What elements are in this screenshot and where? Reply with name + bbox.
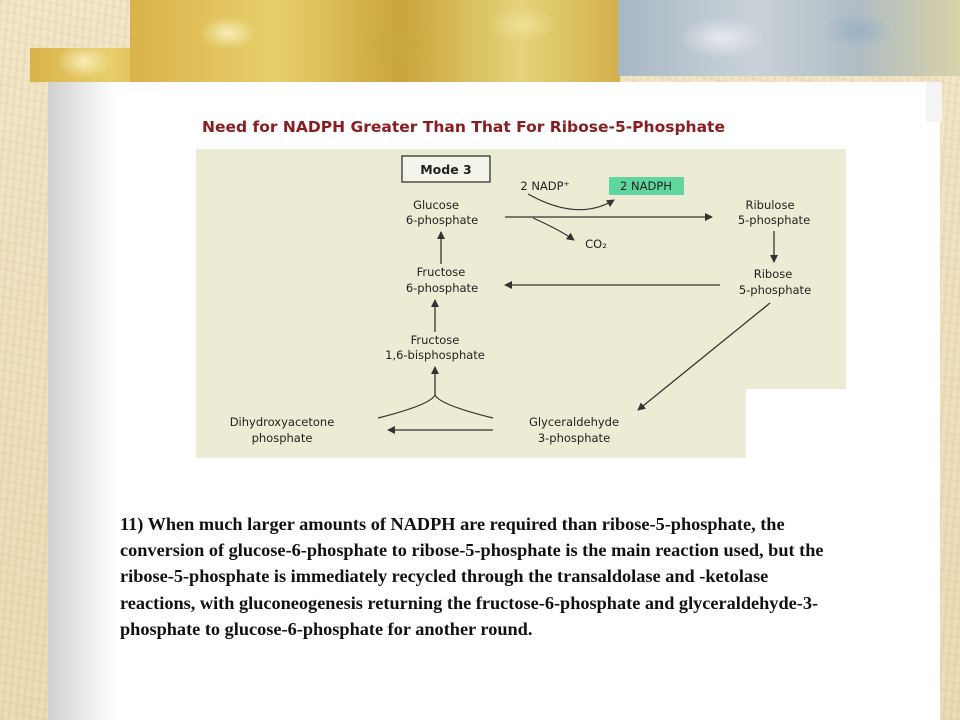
decorative-leaf-banner [618, 0, 960, 76]
arrow-dhap-merge [377, 394, 436, 419]
dihydroxyacetone-phosphate-label-1: Dihydroxyacetone [230, 415, 335, 429]
mode-label-box [401, 155, 491, 183]
arrow-nadp-to-nadph [527, 193, 615, 211]
fructose-6-phosphate-label-2: 6-phosphate [406, 281, 478, 295]
figure-title: Need for NADPH Greater Than That For Rib… [202, 118, 725, 136]
nadp-label: 2 NADP⁺ [520, 179, 569, 193]
mode-label: Mode 3 [420, 162, 472, 177]
glucose-6-phosphate-label-2: 6-phosphate [406, 213, 478, 227]
glucose-6-phosphate-label-1: Glucose [413, 198, 459, 212]
co2-label: CO₂ [585, 237, 607, 251]
glyceraldehyde-3-phosphate-label-1: Glyceraldehyde [529, 415, 619, 429]
ribose-5-phosphate-label-1: Ribose [754, 267, 793, 281]
arrow-gap-merge [434, 394, 494, 419]
fructose-6-phosphate-label-1: Fructose [417, 265, 466, 279]
decorative-leaf-banner [130, 0, 620, 82]
ribulose-5-phosphate-label-2: 5-phosphate [738, 213, 810, 227]
nadph-highlight [609, 177, 684, 195]
nadph-label: 2 NADPH [620, 179, 672, 193]
fructose-bisphosphate-label-2: 1,6-bisphosphate [385, 348, 485, 362]
ribose-5-phosphate-label-2: 5-phosphate [739, 283, 811, 297]
ribulose-5-phosphate-label-1: Ribulose [745, 198, 794, 212]
panel-edge [926, 82, 942, 122]
fructose-bisphosphate-label-1: Fructose [411, 333, 460, 347]
glyceraldehyde-3-phosphate-label-2: 3-phosphate [538, 431, 610, 445]
diagram-background [196, 149, 746, 458]
slide-caption: 11) When much larger amounts of NADPH ar… [120, 514, 824, 639]
dihydroxyacetone-phosphate-label-2: phosphate [252, 431, 313, 445]
arrow-r5p-to-gap [637, 302, 771, 411]
arrow-co2-release [532, 217, 575, 241]
diagram-background-extension [746, 149, 846, 389]
